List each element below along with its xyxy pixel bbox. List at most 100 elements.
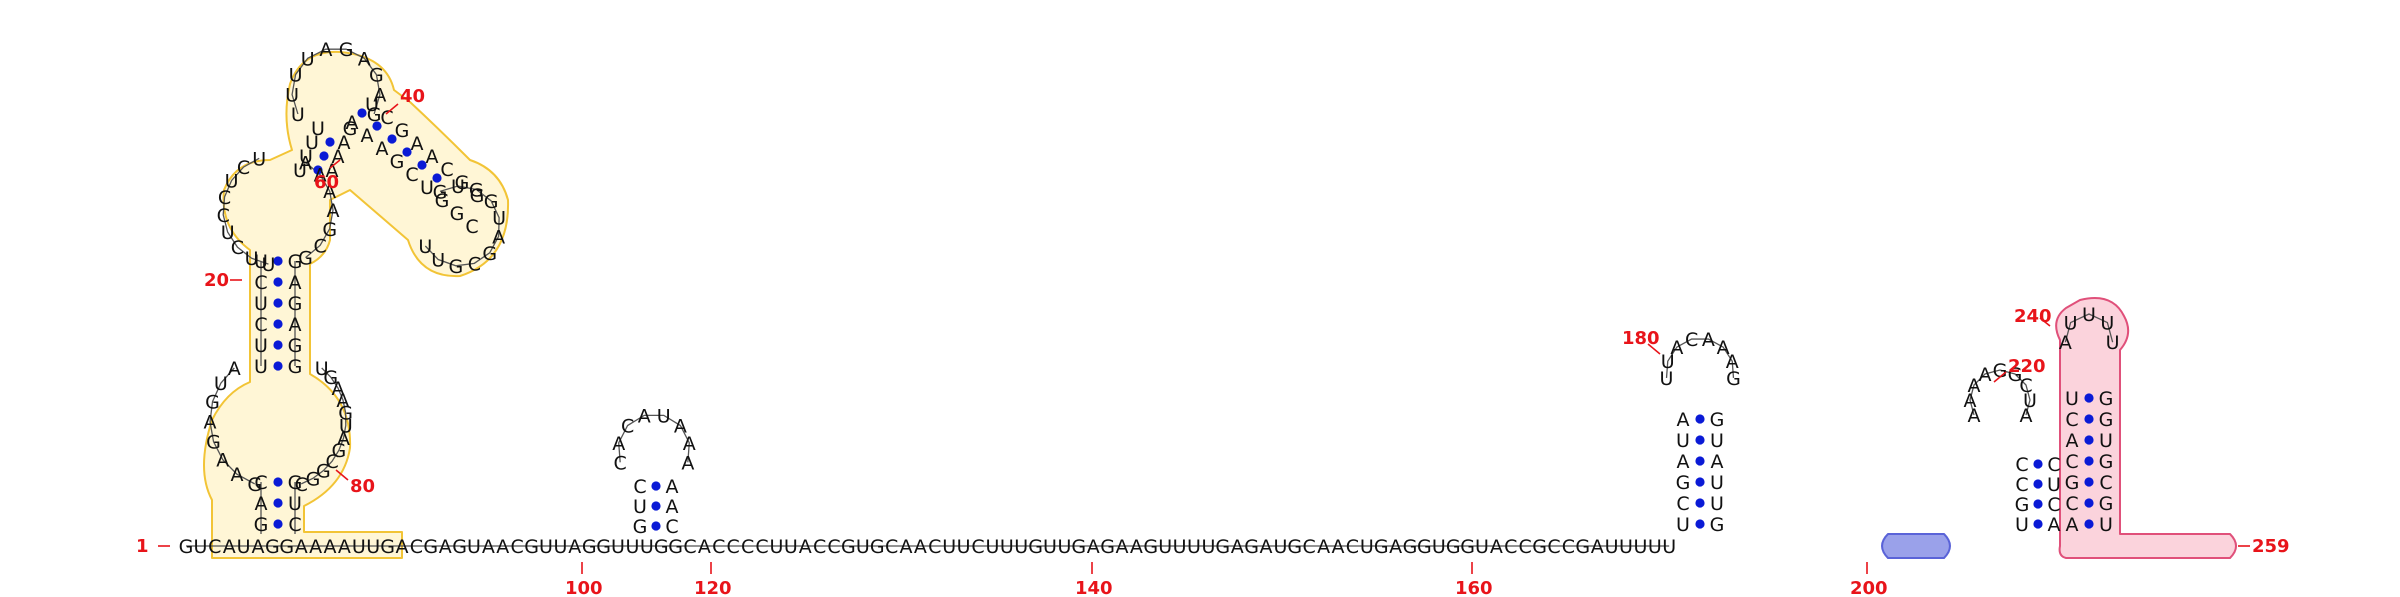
nucleotide: U <box>352 536 366 558</box>
nucleotide: U <box>2099 514 2113 536</box>
nucleotide: A <box>1711 451 1724 473</box>
nucleotide: U <box>285 85 299 107</box>
nucleotide: U <box>291 104 305 126</box>
nucleotide: U <box>315 358 329 380</box>
nucleotide: G <box>332 440 347 462</box>
base-pair-dot <box>1695 477 1705 487</box>
nucleotide: U <box>1360 536 1374 558</box>
nucleotide: C <box>254 314 267 336</box>
nucleotide: G <box>1403 536 1418 558</box>
nucleotide: C <box>727 536 740 558</box>
nucleotide: G <box>1993 360 2008 382</box>
base-pair-dot <box>2084 393 2094 403</box>
nucleotide: C <box>465 216 478 238</box>
base-pair-dot <box>2033 499 2043 509</box>
nucleotide: A <box>295 536 308 558</box>
label-220: 220 <box>2008 356 2046 377</box>
nucleotide: G <box>1532 536 1547 558</box>
nucleotide: U <box>1158 536 1172 558</box>
nucleotide: G <box>2099 388 2114 410</box>
nucleotide: U <box>985 536 999 558</box>
nucleotide: C <box>254 472 267 494</box>
nucleotide: A <box>358 48 371 70</box>
nucleotide: C <box>1303 536 1316 558</box>
base-pair-dot <box>273 361 283 371</box>
nucleotide: A <box>1260 536 1273 558</box>
base-pair-dot <box>2033 459 2043 469</box>
nucleotide: U <box>366 536 380 558</box>
nucleotide: C <box>741 536 754 558</box>
backbone-segment <box>222 157 269 265</box>
nucleotide: U <box>311 118 325 140</box>
nucleotide: U <box>640 536 654 558</box>
nucleotide: A <box>683 433 696 455</box>
nucleotide: A <box>1332 536 1345 558</box>
nucleotide: G <box>288 472 303 494</box>
nucleotide: C <box>633 476 646 498</box>
nucleotide: A <box>2066 430 2079 452</box>
nucleotide: G <box>288 356 303 378</box>
nucleotide: G <box>1374 536 1389 558</box>
nucleotide: A <box>914 536 927 558</box>
nucleotide: A <box>1130 536 1143 558</box>
nucleotide: U <box>467 536 481 558</box>
nucleotide: G <box>1100 536 1115 558</box>
nucleotide: A <box>1591 536 1604 558</box>
nucleotide: A <box>1964 390 1977 412</box>
nucleotide: G <box>450 203 465 225</box>
nucleotide: A <box>337 428 350 450</box>
backbone-segment <box>2064 313 2114 343</box>
tick-60 <box>329 159 341 169</box>
nucleotide: U <box>339 415 353 437</box>
nucleotide: C <box>683 536 696 558</box>
nucleotide: U <box>2023 390 2037 412</box>
nucleotide: G <box>380 536 395 558</box>
nucleotide: U <box>245 248 259 270</box>
nucleotide: C <box>2019 375 2032 397</box>
nucleotide: A <box>338 536 351 558</box>
nucleotide: A <box>482 536 495 558</box>
nucleotide: U <box>769 536 783 558</box>
nucleotide: U <box>252 148 266 170</box>
nucleotide: U <box>299 146 313 168</box>
nucleotide: A <box>361 125 374 147</box>
nucleotide: A <box>1389 536 1402 558</box>
nucleotide: G <box>339 39 354 61</box>
nucleotide: A <box>2066 514 2079 536</box>
nucleotide: U <box>2015 514 2029 536</box>
nucleotide: G <box>390 151 405 173</box>
label-end: 259 <box>2252 536 2290 557</box>
nucleotide: A <box>492 226 505 248</box>
nucleotide: U <box>625 536 639 558</box>
nucleotide: U <box>1000 536 1014 558</box>
nucleotide: U <box>611 536 625 558</box>
nucleotide: G <box>2099 409 2114 431</box>
nucleotide: G <box>2015 494 2030 516</box>
nucleotide: U <box>1043 536 1057 558</box>
nucleotide: A <box>1231 536 1244 558</box>
nucleotide: C <box>2065 409 2078 431</box>
nucleotide: G <box>423 536 438 558</box>
nucleotide: A <box>411 133 424 155</box>
nucleotide: U <box>214 373 228 395</box>
nucleotide: A <box>204 412 217 434</box>
base-pair-dot <box>2084 435 2094 445</box>
nucleotide: U <box>1432 536 1446 558</box>
nucleotide: C <box>405 164 418 186</box>
nucleotide: G <box>206 432 221 454</box>
nucleotide: U <box>1605 536 1619 558</box>
nucleotide: U <box>1633 536 1647 558</box>
nucleotide: U <box>1676 514 1690 536</box>
nucleotide: A <box>568 536 581 558</box>
nucleotide: A <box>323 181 336 203</box>
nucleotide: A <box>681 452 694 474</box>
nucleotide: G <box>435 190 450 212</box>
base-pair-dot <box>273 298 283 308</box>
nucleotide: U <box>221 222 235 244</box>
nucleotide: A <box>2059 332 2072 354</box>
nucleotide: A <box>396 536 409 558</box>
nucleotide: A <box>666 496 679 518</box>
nucleotide: G <box>179 536 194 558</box>
